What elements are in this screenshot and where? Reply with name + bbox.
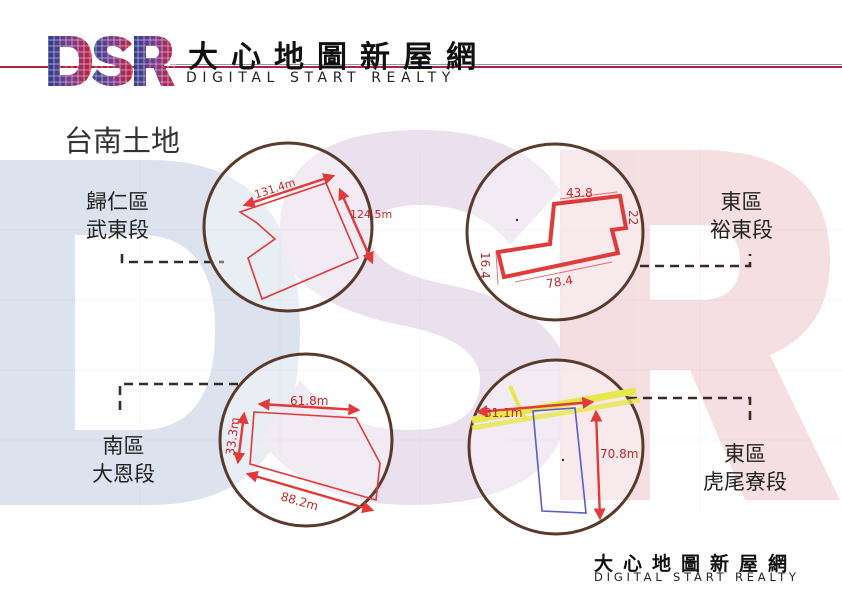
label-parcel-1: 歸仁區 武東段	[86, 188, 149, 244]
footer-brand-subtitle: DIGITAL START REALTY	[594, 570, 800, 584]
label-parcel-2: 東區 裕東段	[710, 188, 773, 244]
plot-bottom-right	[471, 385, 641, 521]
leader-line-top-right	[640, 254, 752, 268]
dim-tl-right: 124.5m	[350, 208, 392, 221]
plot-top-right	[495, 191, 629, 286]
circle-top-left	[202, 141, 374, 313]
parcel-2-district: 東區	[720, 190, 763, 214]
circle-top-right	[465, 142, 645, 322]
plot-bottom-left	[233, 398, 381, 514]
leader-line-bottom-left	[118, 382, 240, 410]
header-rule-red	[0, 66, 842, 68]
dim-tr-left: 16.4	[478, 252, 492, 279]
dim-bl-left: 33.3m	[223, 416, 242, 456]
parcel-2-section: 裕東段	[710, 218, 773, 242]
footer-brand-title: 大心地圖新屋網	[594, 553, 798, 575]
dim-br-right: 70.8m	[600, 447, 638, 461]
dim-tr-right: 22	[626, 210, 640, 225]
leader-line-bottom-right	[628, 396, 752, 420]
brand-subtitle: DIGITAL START REALTY	[186, 70, 456, 86]
parcel-4-section: 虎尾寮段	[703, 470, 787, 494]
dim-bl-top: 61.8m	[290, 394, 328, 408]
parcel-1-district: 歸仁區	[86, 190, 149, 214]
brand-title: 大心地圖新屋網	[188, 40, 489, 75]
parcel-3-section: 大恩段	[92, 462, 155, 486]
label-parcel-4: 東區 虎尾寮段	[703, 440, 787, 496]
dim-tr-top: 43.8	[566, 186, 593, 200]
parcel-3-district: 南區	[102, 434, 145, 458]
page-title: 台南土地	[64, 124, 181, 158]
dsr-logo	[48, 34, 176, 88]
leader-line-top-left	[120, 254, 224, 264]
parcel-4-district: 東區	[724, 442, 766, 466]
dim-br-top: 31.1m	[484, 406, 522, 420]
plot-top-left	[238, 173, 374, 301]
parcel-1-section: 武東段	[86, 218, 149, 242]
label-parcel-3: 南區 大恩段	[92, 432, 155, 488]
dim-tr-bottom: 78.4	[545, 273, 574, 291]
header-rule-blue	[170, 64, 842, 65]
